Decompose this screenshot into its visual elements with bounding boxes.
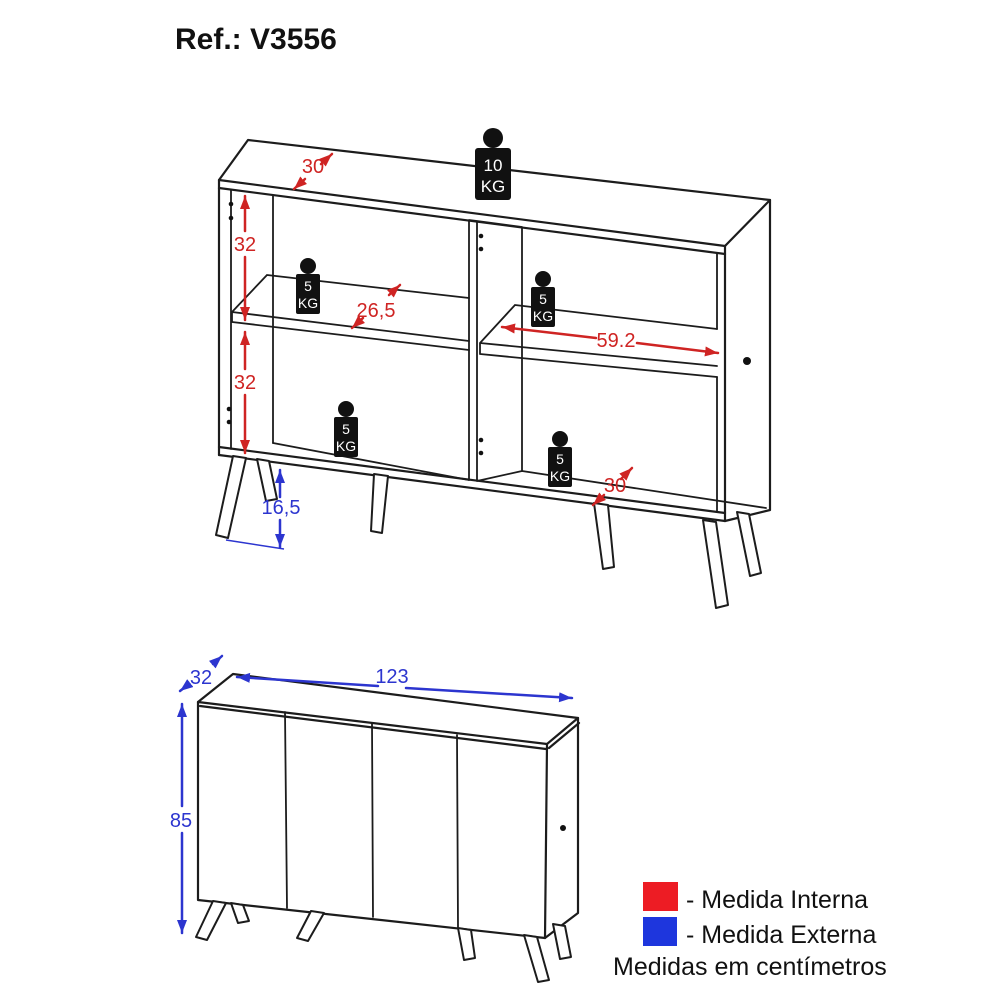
dim-depth: 32 xyxy=(178,654,224,693)
legend-internal-label: - Medida Interna xyxy=(686,886,868,914)
weight-5kg-bottom-left: 5 KG xyxy=(334,401,358,457)
weight-5kg-unit: KG xyxy=(550,468,570,484)
dim-leg-height: 16,5 xyxy=(225,468,301,550)
weight-5kg-left-shelf: 5 KG xyxy=(296,258,320,314)
weight-5kg-value: 5 xyxy=(304,278,312,294)
page-title: Ref.: V3556 xyxy=(175,23,337,56)
dim-upper-height-label: 32 xyxy=(234,234,256,256)
closed-cabinet-outline xyxy=(196,672,581,940)
dim-bottom-depth-label: 30 xyxy=(604,475,626,497)
dim-top-depth: 30 xyxy=(292,152,334,191)
dim-right-shelf-width-label: 59.2 xyxy=(597,330,636,352)
center-divider xyxy=(468,219,523,482)
legend-internal-swatch xyxy=(643,882,678,911)
weight-5kg-bottom-right: 5 KG xyxy=(548,431,572,487)
closed-side-panel-hole xyxy=(560,825,566,831)
dim-width: 123 xyxy=(235,666,574,703)
legend-external-label: - Medida Externa xyxy=(686,921,876,949)
external-dimensions: 123 32 85 xyxy=(170,654,574,935)
dim-right-shelf-width: 59.2 xyxy=(500,323,720,357)
weight-5kg-unit: KG xyxy=(336,438,356,454)
closed-view-legs xyxy=(195,900,572,983)
weight-10kg-value: 10 xyxy=(484,156,503,175)
dim-lower-height: 32 xyxy=(234,330,256,455)
side-panel-hole xyxy=(743,357,751,365)
legend: - Medida Interna - Medida Externa Medida… xyxy=(613,882,887,981)
dim-lower-height-label: 32 xyxy=(234,372,256,394)
dim-width-label: 123 xyxy=(375,666,408,688)
legend-units-note: Medidas em centímetros xyxy=(613,953,887,981)
dim-leg-height-label: 16,5 xyxy=(262,497,301,519)
weight-10kg-top: 10 KG xyxy=(475,128,511,200)
open-view-legs xyxy=(215,455,762,609)
weight-10kg-unit: KG xyxy=(481,177,506,196)
dim-left-shelf-depth-label: 26,5 xyxy=(357,300,396,322)
weight-5kg-value: 5 xyxy=(556,451,564,467)
shelf-pin-holes xyxy=(226,201,751,456)
weight-5kg-unit: KG xyxy=(533,308,553,324)
open-view-diagram: 30 32 32 26,5 59.2 xyxy=(215,128,772,609)
dim-left-shelf-depth: 26,5 xyxy=(350,283,402,330)
weight-5kg-unit: KG xyxy=(298,295,318,311)
dim-height-label: 85 xyxy=(170,810,192,832)
dim-height: 85 xyxy=(170,702,192,935)
weight-5kg-value: 5 xyxy=(342,421,350,437)
weight-5kg-right-shelf: 5 KG xyxy=(531,271,555,327)
dim-depth-label: 32 xyxy=(190,667,212,689)
weight-5kg-value: 5 xyxy=(539,291,547,307)
closed-view-diagram: 123 32 85 xyxy=(170,654,581,983)
left-shelf xyxy=(231,274,470,351)
legend-external-swatch xyxy=(643,917,677,946)
door-seams xyxy=(284,711,459,928)
internal-dimensions: 30 32 32 26,5 59.2 xyxy=(234,152,720,507)
dim-upper-height: 32 xyxy=(234,194,256,322)
dim-top-depth-label: 30 xyxy=(302,156,324,178)
right-shelf xyxy=(479,304,718,378)
dim-bottom-depth: 30 xyxy=(591,466,634,507)
